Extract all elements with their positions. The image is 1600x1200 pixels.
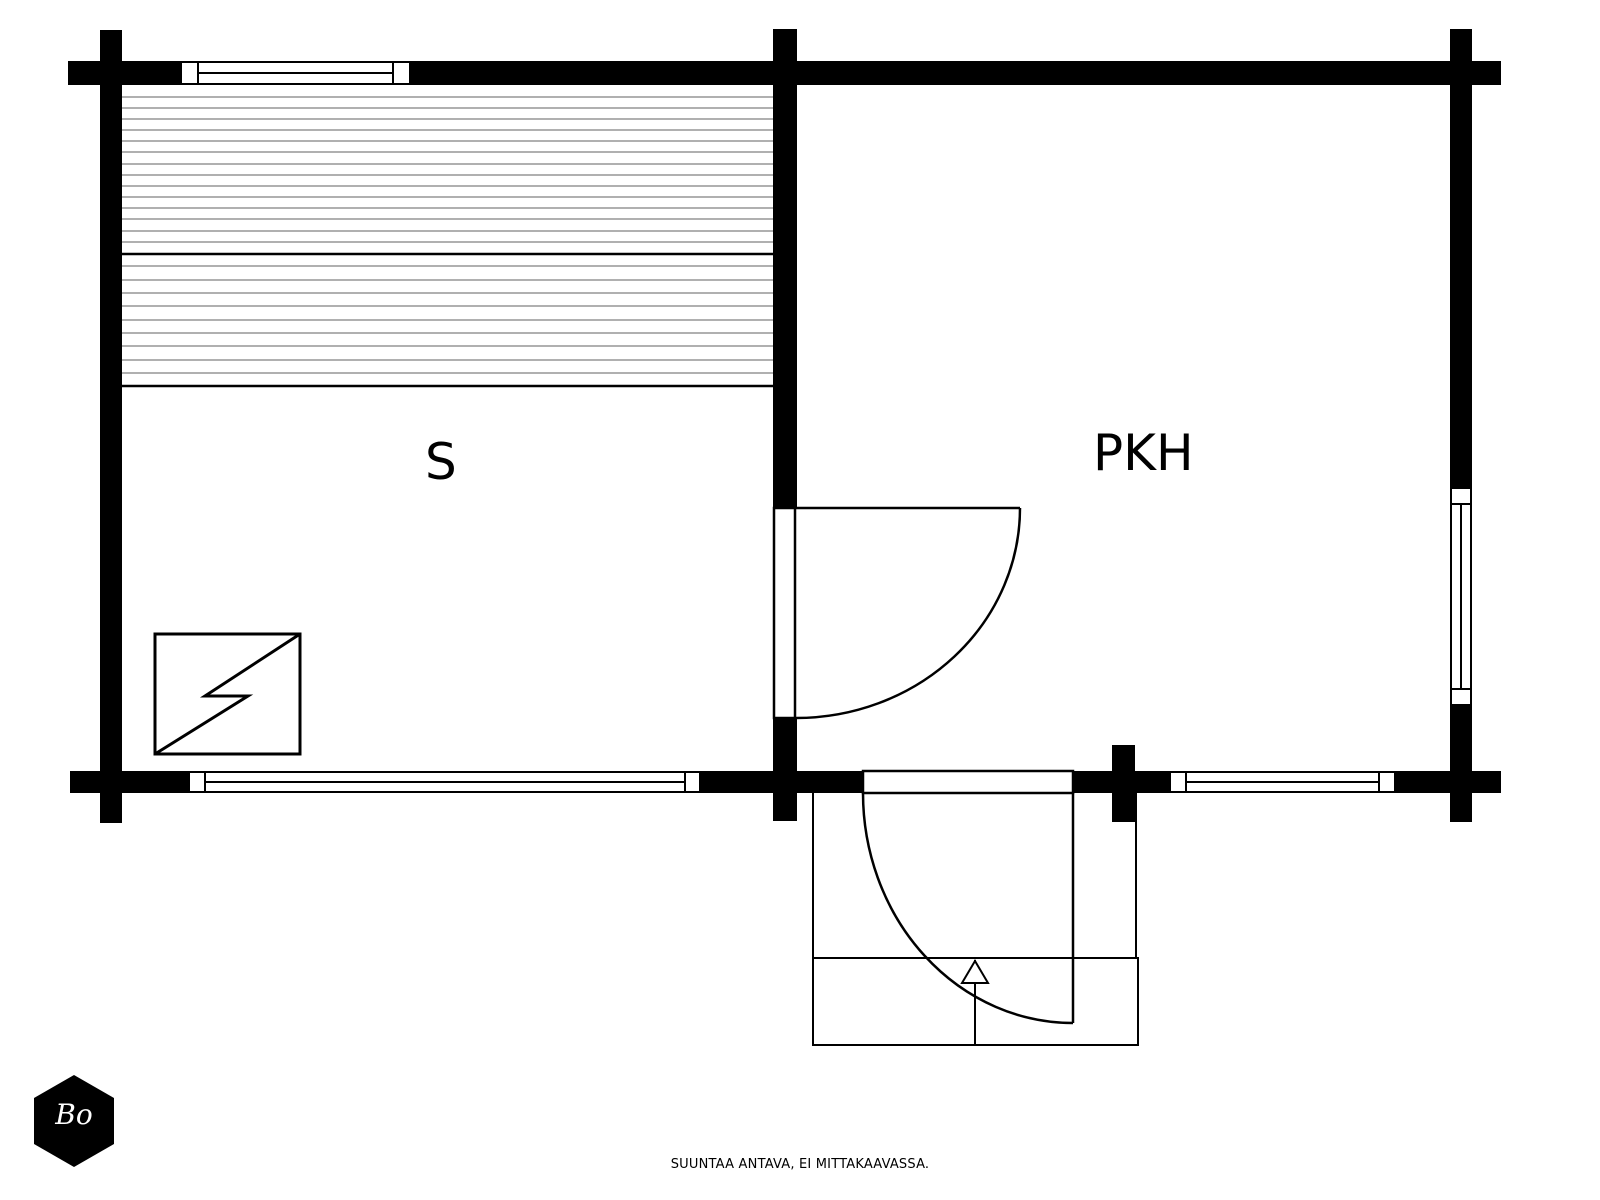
entrance-door	[861, 769, 1075, 1025]
window-bottom-right	[1169, 771, 1396, 793]
room-label-dressing-room: PKH	[1093, 424, 1194, 482]
walls	[68, 29, 1501, 823]
disclaimer-note: SUUNTAA ANTAVA, EI MITTAKAAVASSA.	[670, 1157, 930, 1172]
sauna-stove-icon	[153, 632, 302, 756]
window-bottom-left	[188, 771, 701, 793]
interior-door	[772, 506, 1022, 720]
logo-badge	[34, 1075, 114, 1167]
entry-arrow-icon	[960, 959, 990, 1045]
sauna-bench-lower	[122, 265, 773, 374]
window-right	[1450, 487, 1472, 706]
room-label-sauna: S	[425, 433, 457, 491]
logo-text: Bo	[55, 1098, 93, 1131]
window-top	[180, 61, 411, 85]
sauna-bench-upper	[122, 96, 773, 243]
